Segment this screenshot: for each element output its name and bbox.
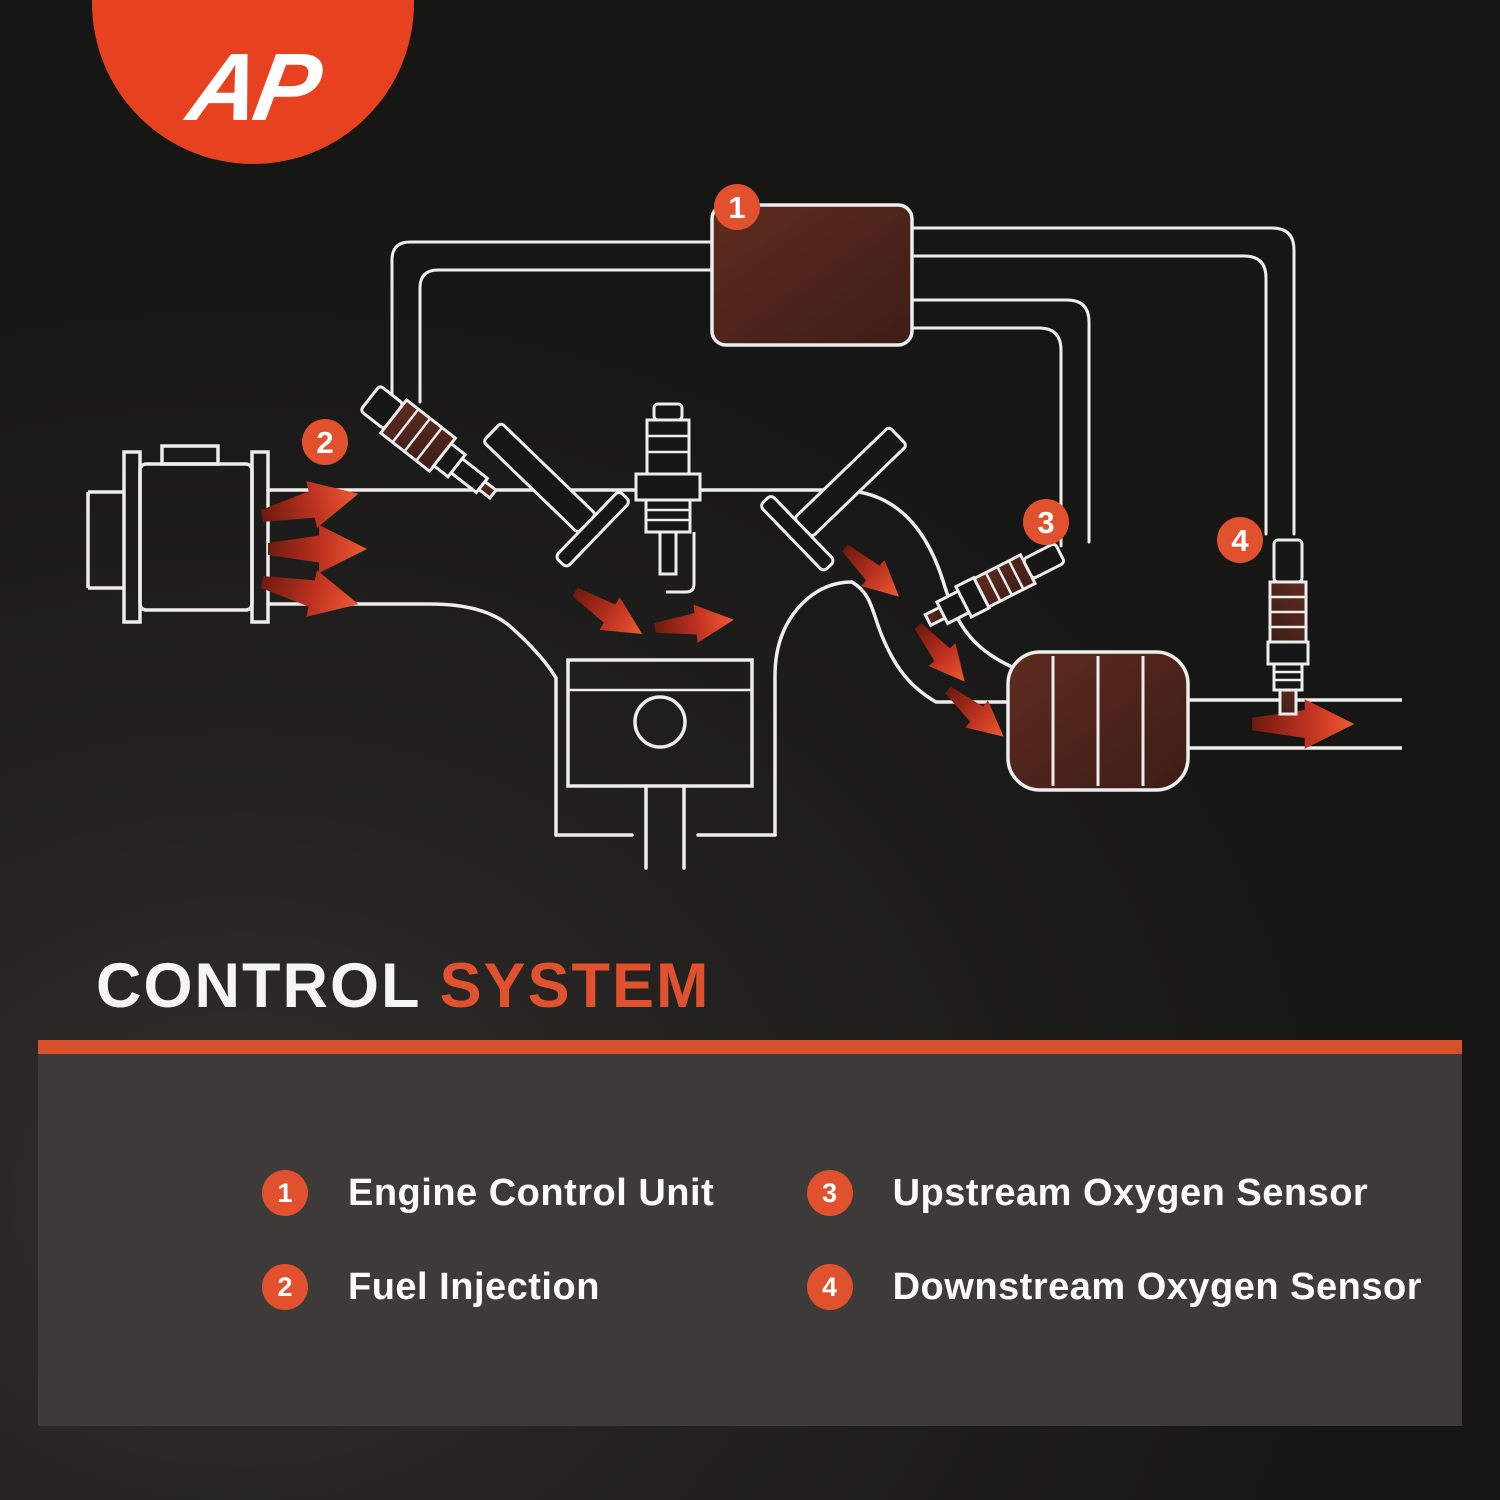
badge-upstream-sensor: 3 — [1023, 499, 1069, 545]
flow-arrow — [256, 558, 364, 628]
legend-item-fuel-injection: 2 Fuel Injection — [262, 1264, 777, 1310]
legend-item-engine-control-unit: 1 Engine Control Unit — [262, 1170, 777, 1216]
flow-arrow — [904, 614, 979, 693]
diagram-canvas: 1 2 3 4 — [86, 184, 1402, 870]
exhaust-valve — [760, 426, 907, 572]
upstream-oxygen-sensor — [923, 542, 1065, 628]
engine-control-diagram: 1 2 3 4 — [86, 184, 1402, 870]
legend-label-4: Downstream Oxygen Sensor — [892, 1265, 1422, 1308]
legend-badge-4: 4 — [806, 1264, 853, 1310]
brand-monogram: AP — [180, 34, 326, 141]
badge-upstream-number: 3 — [1037, 505, 1054, 540]
wire-to-injector — [418, 268, 714, 404]
fuel-injector — [360, 385, 499, 501]
legend-badge-2: 2 — [262, 1264, 308, 1310]
cylinder-right-exhaust-inner — [773, 580, 1012, 837]
legend-badge-1: 1 — [262, 1170, 308, 1216]
wire-to-upstream-sensor — [911, 298, 1091, 544]
legend-grid: 1 Engine Control Unit 3 Upstream Oxygen … — [38, 1054, 1462, 1426]
wire-to-upstream-sensor — [911, 326, 1063, 548]
diagram-badges: 1 2 3 4 — [302, 184, 1263, 563]
intake-valve — [483, 422, 630, 568]
flow-arrow — [268, 525, 367, 573]
intake-and-engine-outline — [266, 488, 1012, 870]
connecting-rod — [644, 784, 686, 870]
exhaust-runner-outer — [698, 488, 1012, 668]
badge-ecu-number: 1 — [728, 190, 745, 225]
engine-piston — [566, 658, 754, 788]
intake-duct-bottom-cylinder-left — [266, 602, 558, 837]
legend-item-upstream-oxygen-sensor: 3 Upstream Oxygen Sensor — [806, 1170, 1422, 1216]
badge-downstream-number: 4 — [1231, 523, 1249, 558]
legend-label-3: Upstream Oxygen Sensor — [892, 1171, 1369, 1214]
legend-label-2: Fuel Injection — [348, 1265, 600, 1308]
flow-arrow — [652, 600, 736, 648]
downstream-oxygen-sensor — [1266, 538, 1310, 716]
wire-to-downstream-sensor — [911, 254, 1268, 536]
ecu-box — [710, 203, 914, 347]
badge-injector-number: 2 — [316, 425, 333, 460]
legend-item-downstream-oxygen-sensor: 4 Downstream Oxygen Sensor — [806, 1264, 1422, 1310]
spark-plug — [634, 402, 702, 594]
badge-ecu: 1 — [714, 184, 760, 230]
flow-arrow — [1252, 699, 1355, 749]
legend-badge-3: 3 — [806, 1170, 853, 1216]
legend-label-1: Engine Control Unit — [348, 1171, 715, 1214]
catalytic-converter — [1006, 650, 1190, 792]
flow-arrow — [936, 676, 1015, 751]
flow-arrow — [564, 575, 653, 651]
flow-arrow — [256, 470, 364, 540]
air-filter — [86, 444, 270, 624]
title-primary: CONTROL — [96, 951, 422, 1021]
flow-arrow — [833, 534, 911, 610]
ecu-wiring — [390, 226, 1296, 548]
badge-fuel-injector: 2 — [302, 419, 348, 465]
title-secondary: SYSTEM — [439, 951, 711, 1021]
wire-to-injector — [390, 240, 714, 398]
legend-panel: 1 Engine Control Unit 3 Upstream Oxygen … — [38, 1040, 1462, 1426]
wire-to-downstream-sensor — [911, 226, 1296, 536]
legend-accent-bar — [38, 1040, 1462, 1054]
badge-downstream-sensor: 4 — [1217, 517, 1263, 563]
